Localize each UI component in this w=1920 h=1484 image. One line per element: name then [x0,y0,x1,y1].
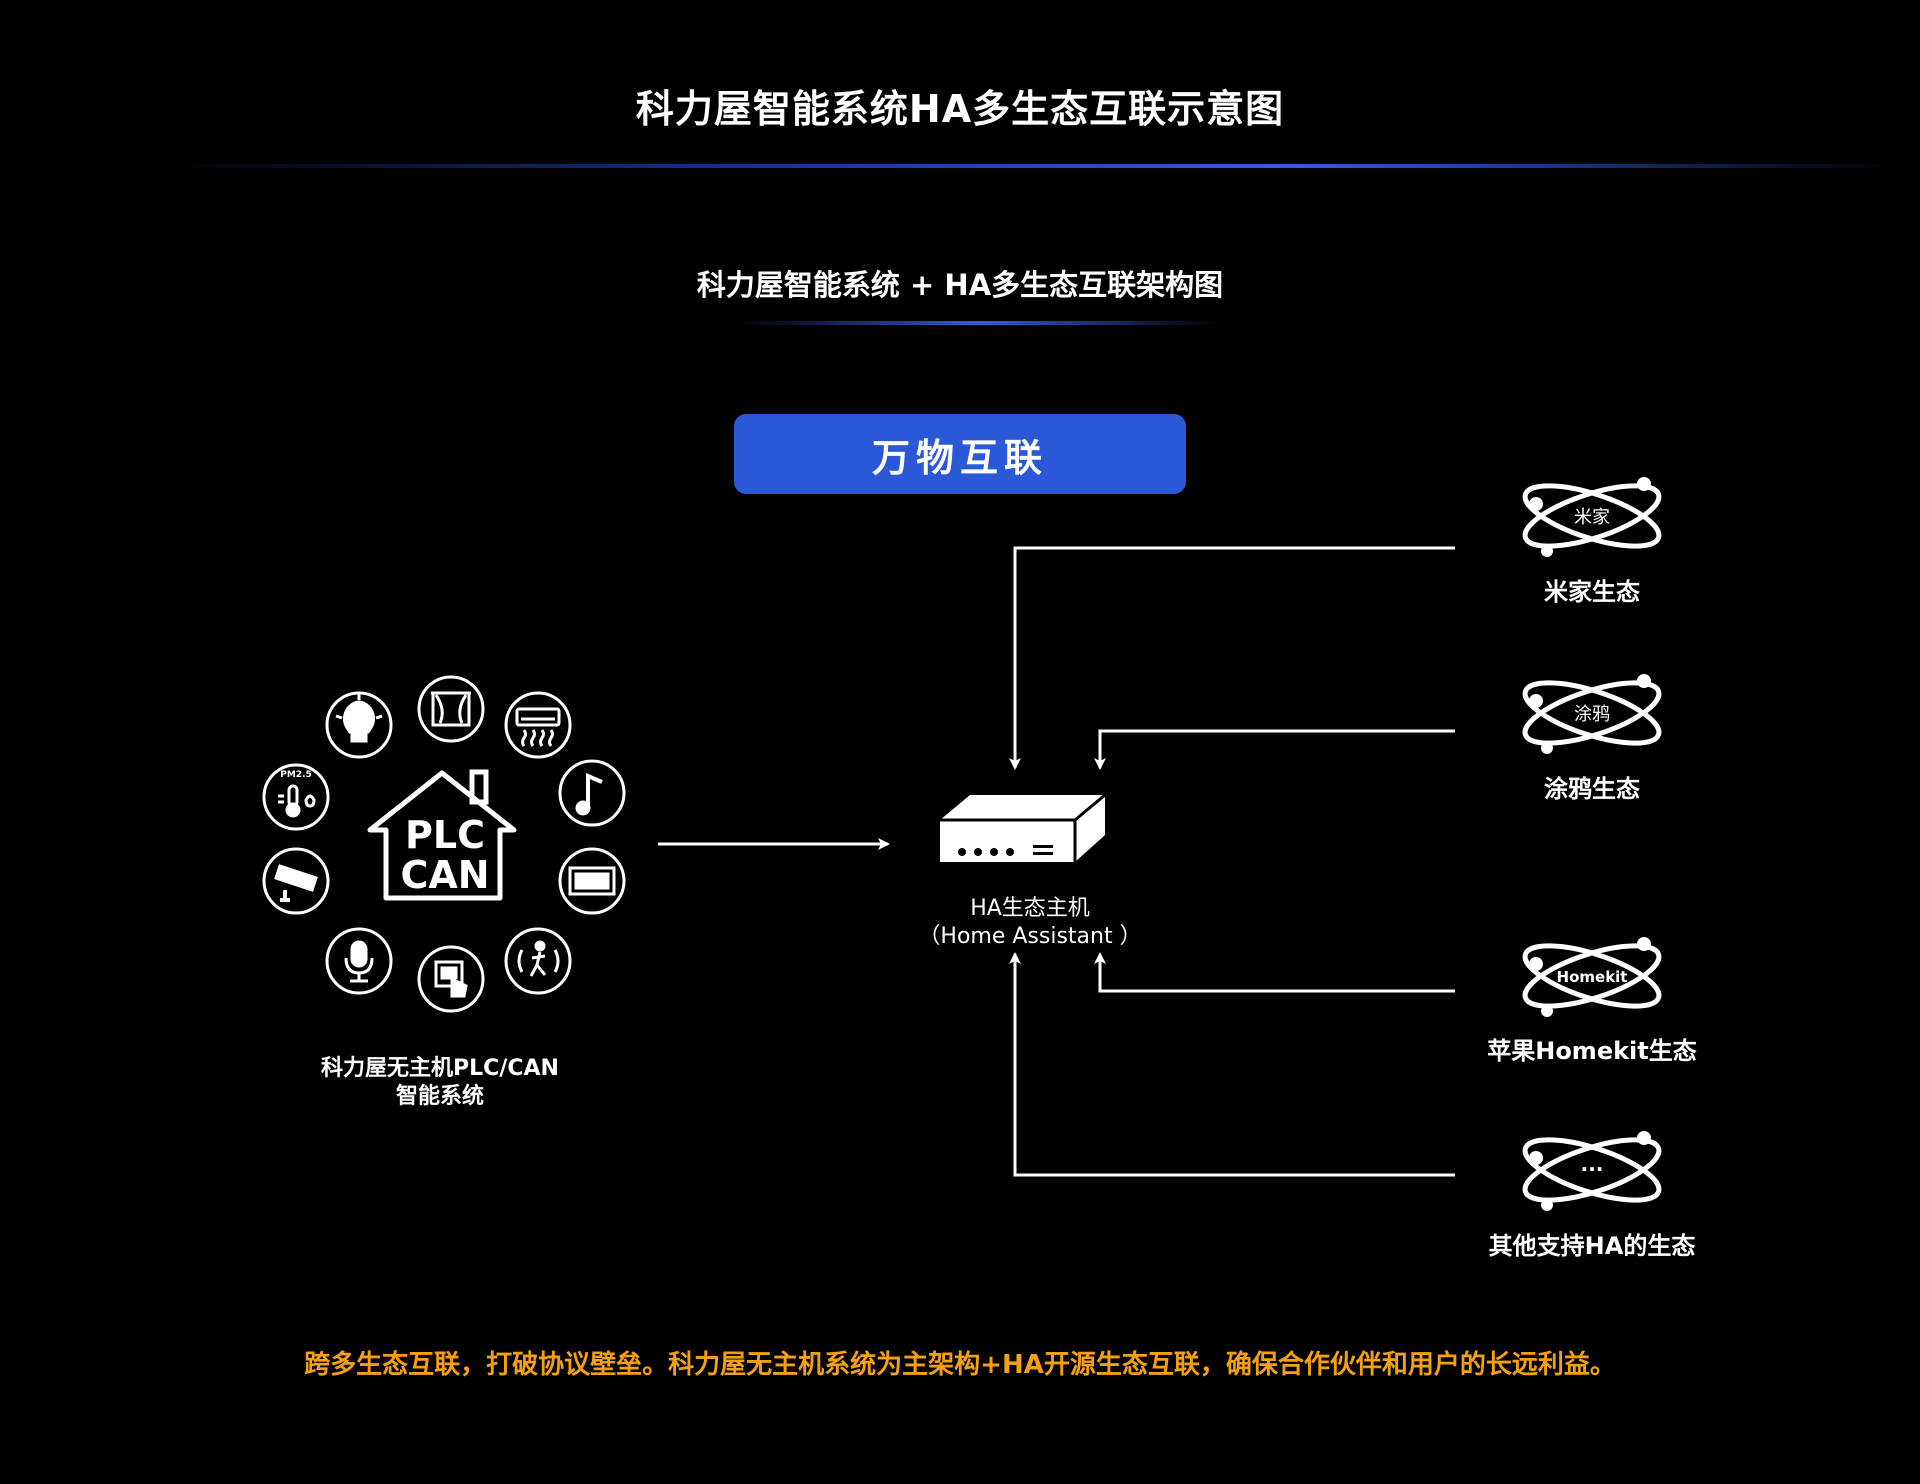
plc-caption-line2: 智能系统 [395,1084,484,1109]
microphone-icon [325,927,393,995]
air-conditioner-icon [504,691,572,759]
ecosystem-homekit-logo-icon: Homekit [1519,933,1666,1018]
ecosystem-mijia-logo-icon: 米家 [1519,473,1666,558]
subtitle-divider [740,321,1220,325]
touch-panel-icon [417,945,485,1013]
motion-sensor-icon [504,927,572,995]
plc-caption-line1: 科力屋无主机PLC/CAN [321,1056,559,1081]
film-icon [558,847,626,915]
curtain-icon [417,675,485,743]
house-text-can: CAN [400,853,489,897]
ecosystem-label-mijia: 米家生态 [1544,578,1640,606]
arrow-homekit-to-hub [1094,952,1455,993]
orbit-text-other: ··· [1581,1157,1604,1181]
ecosystem-label-tuya: 涂鸦生态 [1544,775,1640,803]
pm25-label: PM2.5 [280,770,312,780]
orbit-text-homekit: Homekit [1557,968,1628,986]
arrow-mijia-to-hub [1009,546,1455,770]
ha-hub-device-icon [940,793,1106,862]
ecosystem-tuya-logo-icon: 涂鸦 [1519,670,1666,755]
music-note-icon [558,759,626,827]
diagram-subtitle: 科力屋智能系统 + HA多生态互联架构图 [696,268,1224,302]
ecosystem-other-logo-icon: ··· [1519,1127,1666,1212]
ecosystem-label-homekit: 苹果Homekit生态 [1487,1037,1697,1065]
connector-lines [658,546,1455,1177]
orbit-text-tuya: 涂鸦 [1574,704,1610,725]
arrow-other-to-hub [1009,952,1455,1177]
arrow-tuya-to-hub [1094,729,1455,770]
thermometer-pm25-icon [262,763,330,831]
house-plc-can-icon: PLC CAN [367,769,517,901]
hub-label-line1: HA生态主机 [970,896,1090,921]
lightbulb-icon [325,691,393,759]
footer-slogan: 跨多生态互联，打破协议壁垒。科力屋无主机系统为主架构+HA开源生态互联，确保合作… [304,1350,1616,1380]
house-text-plc: PLC [405,813,485,857]
title-divider [160,164,1900,168]
page-title: 科力屋智能系统HA多生态互联示意图 [635,87,1285,131]
orbit-text-mijia: 米家 [1574,507,1610,528]
hub-label-line2: （Home Assistant ） [918,924,1142,949]
banner-wanwu-hulian: 万物互联 [734,414,1186,494]
camera-icon [262,847,330,915]
ecosystem-label-other: 其他支持HA的生态 [1488,1232,1696,1260]
